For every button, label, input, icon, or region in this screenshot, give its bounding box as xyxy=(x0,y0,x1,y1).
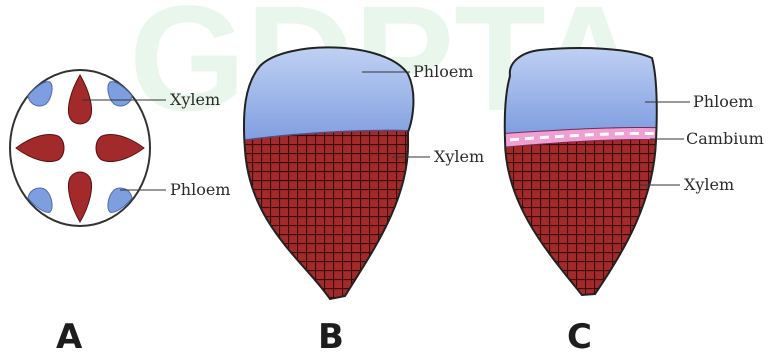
label-phloem: Phloem xyxy=(170,180,230,199)
label-xylem: Xylem xyxy=(170,90,220,109)
figure-c: Phloem Cambium Xylem C xyxy=(495,40,764,354)
label-xylem: Xylem xyxy=(434,147,484,166)
xylem-region xyxy=(230,120,430,310)
figure-letter: B xyxy=(318,317,344,354)
label-phloem: Phloem xyxy=(693,92,753,111)
label-cambium: Cambium xyxy=(686,129,764,148)
figure-letter: C xyxy=(567,317,592,354)
xylem-region xyxy=(495,140,670,310)
label-phloem: Phloem xyxy=(413,62,473,81)
figure-letter: A xyxy=(56,317,83,354)
label-xylem: Xylem xyxy=(684,175,734,194)
